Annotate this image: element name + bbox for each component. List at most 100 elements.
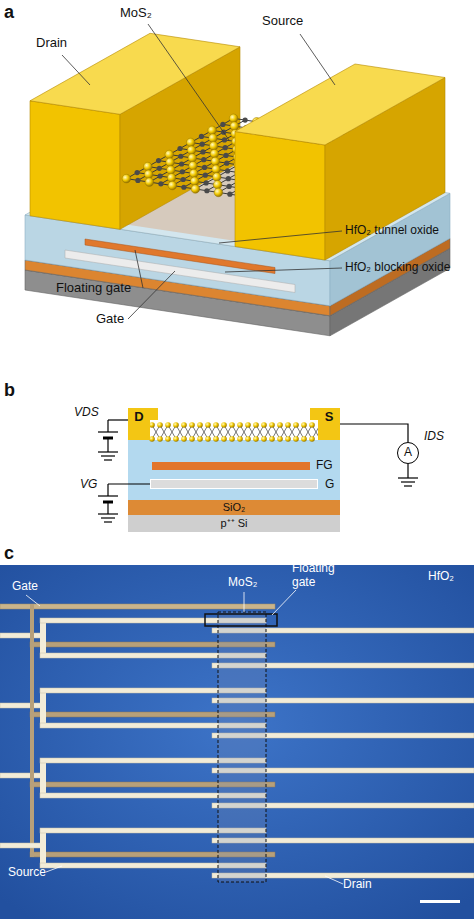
drain-electrode-top — [30, 33, 240, 114]
molybdenum-atom — [223, 153, 228, 158]
sulfur-atom — [221, 422, 227, 428]
sulfur-atom — [277, 436, 283, 442]
callout-label: IDS — [424, 430, 464, 444]
ground-symbol — [404, 485, 412, 486]
sulfur-atom — [210, 149, 219, 158]
sulfur-atom — [149, 422, 155, 428]
sulfur-atom — [122, 174, 131, 183]
sulfur-atom — [189, 436, 195, 442]
sio2-layer: SiO₂ — [128, 500, 340, 515]
molybdenum-atom — [225, 168, 230, 173]
sulfur-atom — [144, 162, 153, 171]
node-label: SiO₂ — [223, 501, 246, 513]
battery-symbol — [98, 431, 118, 432]
node-label: D — [134, 408, 143, 424]
molybdenum-atom — [223, 145, 228, 150]
leader-line — [148, 24, 229, 140]
node-label: FG — [316, 459, 333, 472]
leader-lines — [62, 24, 342, 319]
drain-electrode: D — [128, 408, 150, 440]
molybdenum-atom — [204, 188, 209, 193]
source-bus — [0, 703, 42, 708]
sulfur-atom — [285, 436, 291, 442]
sulfur-atom — [214, 188, 223, 197]
source-spine — [40, 618, 46, 658]
ground-symbol — [98, 451, 118, 452]
panel-a-illustration — [25, 24, 450, 336]
silicon-substrate: p⁺⁺ Si — [128, 515, 340, 532]
sulfur-atom — [181, 436, 187, 442]
sulfur-atom — [221, 436, 227, 442]
panel-c-micrograph — [0, 565, 474, 919]
leader-line — [62, 55, 90, 85]
wire — [107, 420, 108, 432]
mos2-outline — [218, 612, 266, 882]
sulfur-atom — [205, 436, 211, 442]
sulfur-atom — [213, 180, 222, 189]
source-spine — [40, 758, 46, 798]
ammeter-circle: A — [397, 442, 419, 464]
sulfur-atom — [165, 150, 174, 159]
sulfur-atom — [167, 173, 176, 182]
sulfur-atom — [229, 114, 238, 123]
floating-gate-layer: FG — [152, 462, 310, 470]
callout-label: Gate — [96, 312, 136, 327]
sulfur-atom — [301, 436, 307, 442]
sulfur-atom — [190, 169, 199, 178]
panel-letter: a — [4, 2, 24, 23]
floating-gate-outline — [205, 614, 277, 626]
sulfur-atom — [197, 422, 203, 428]
hfo2-dielectric — [128, 440, 340, 500]
battery-symbol — [98, 495, 118, 496]
ground-symbol — [98, 513, 118, 514]
source-electrode: S — [318, 408, 340, 440]
sulfur-atom — [165, 422, 171, 428]
sulfur-atom — [245, 436, 251, 442]
wire — [108, 483, 150, 484]
node-label: p⁺⁺ Si — [221, 517, 248, 529]
molybdenum-atom — [178, 154, 183, 159]
node-label: G — [325, 478, 334, 491]
callout-label: VG — [80, 478, 108, 492]
sulfur-atom — [188, 154, 197, 163]
sulfur-atom — [261, 422, 267, 428]
molybdenum-atom — [222, 137, 227, 142]
leader-line — [300, 34, 335, 85]
sulfur-atom — [253, 436, 259, 442]
sulfur-atom — [181, 422, 187, 428]
molybdenum-atom — [224, 161, 229, 166]
gate-bus — [0, 604, 275, 609]
sulfur-atom — [209, 134, 218, 143]
sulfur-atom — [237, 436, 243, 442]
callout-label: VDS — [74, 406, 106, 420]
sulfur-atom — [208, 126, 217, 135]
molybdenum-atom — [180, 169, 185, 174]
wire — [407, 464, 408, 478]
sulfur-atom — [144, 170, 153, 179]
sulfur-atom — [165, 436, 171, 442]
sulfur-atom — [167, 166, 176, 175]
sulfur-atom — [211, 157, 220, 166]
sulfur-atom — [191, 185, 200, 194]
callout-label: Source — [8, 866, 58, 880]
sulfur-atom — [205, 422, 211, 428]
sulfur-atom — [157, 422, 163, 428]
molybdenum-atom — [203, 173, 208, 178]
source-electrode-front — [235, 132, 325, 261]
sulfur-atom — [173, 436, 179, 442]
gate-feed — [30, 604, 34, 857]
panel-letter: b — [4, 380, 24, 401]
leader-line — [225, 268, 342, 272]
molybdenum-atom — [220, 122, 225, 127]
sulfur-atom — [209, 142, 218, 151]
sulfur-atom — [213, 422, 219, 428]
sulfur-atom — [269, 422, 275, 428]
sulfur-atom — [229, 436, 235, 442]
sulfur-atom — [269, 436, 275, 442]
ground-symbol — [401, 481, 415, 482]
molybdenum-atom — [227, 184, 232, 189]
molybdenum-atom — [158, 181, 163, 186]
sulfur-atom — [168, 181, 177, 190]
sulfur-atom — [157, 436, 163, 442]
